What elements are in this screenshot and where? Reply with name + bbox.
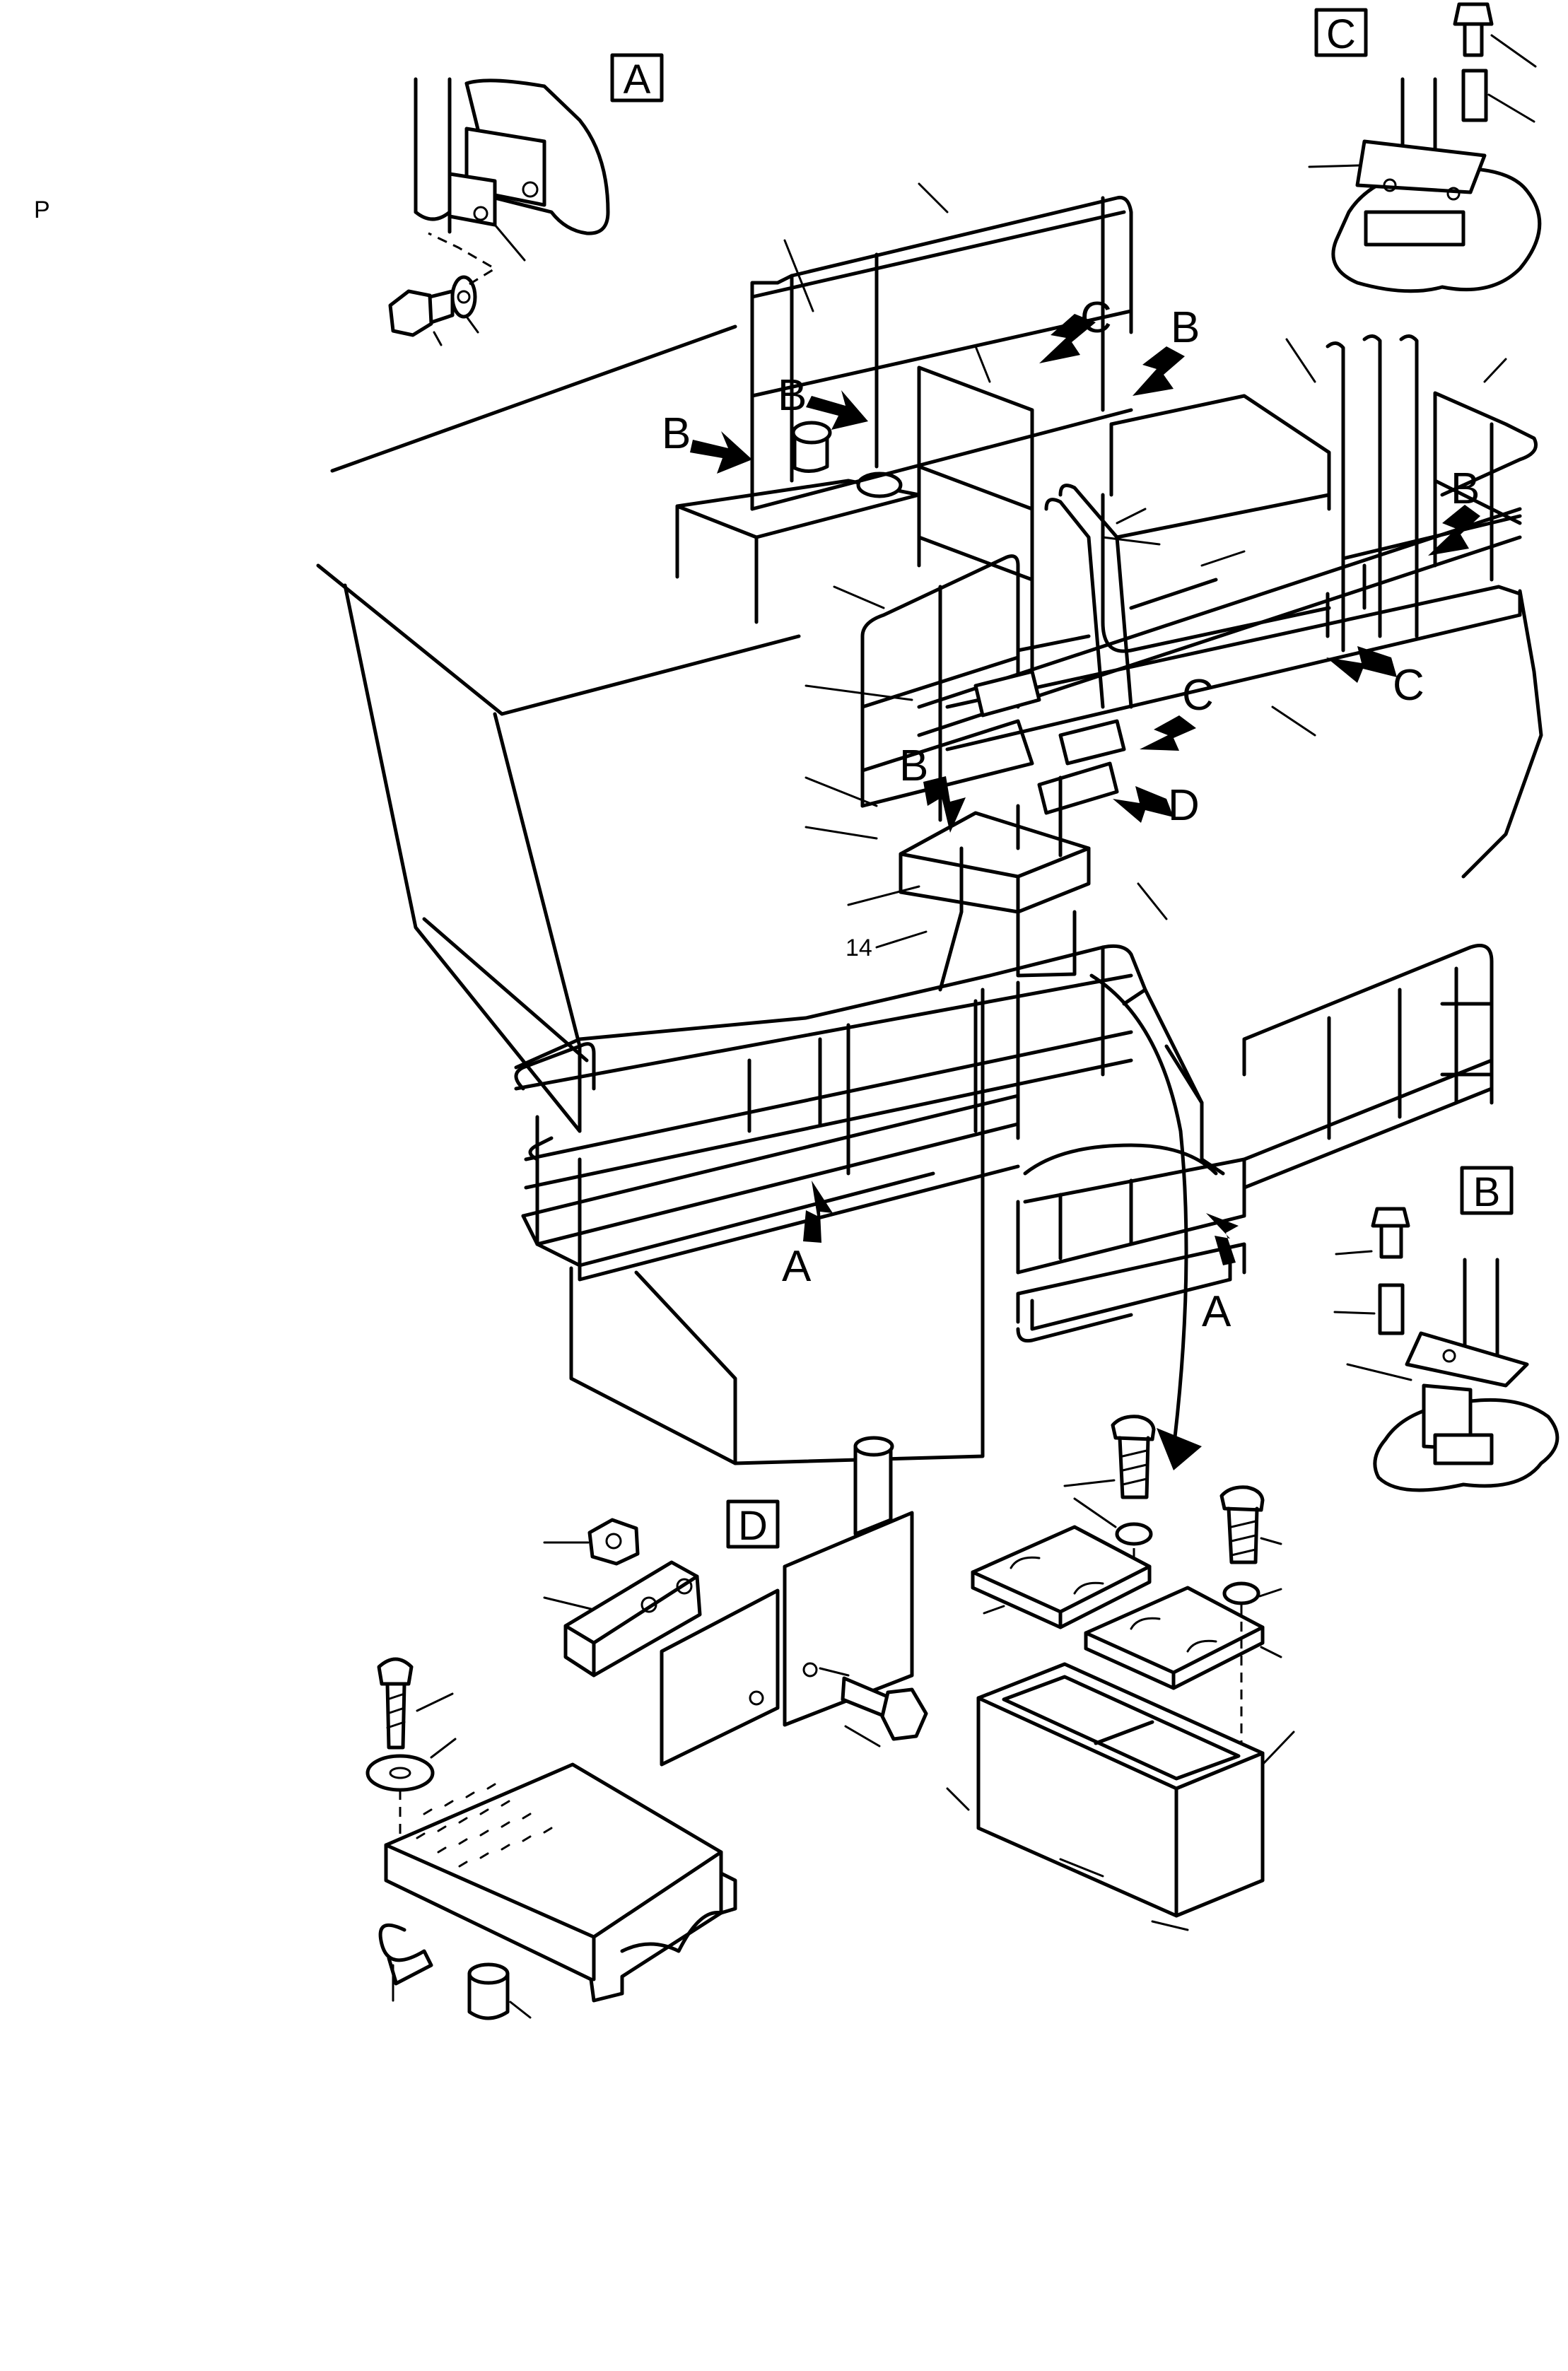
detail-label-a: A — [624, 57, 651, 103]
arrow-b-4 — [1428, 505, 1480, 556]
detail-box-a — [610, 53, 664, 103]
arrow-a-1 — [803, 1181, 833, 1243]
callout-d-1: D — [1168, 781, 1200, 830]
detail-box-d — [726, 1499, 780, 1549]
arrow-b-3 — [1133, 346, 1185, 396]
callout-c-2: C — [1393, 661, 1424, 710]
arrow-b-5 — [923, 776, 966, 833]
arrow-c-1 — [1039, 314, 1096, 363]
callout-a-1: A — [782, 1242, 812, 1291]
grating-holes — [416, 1783, 553, 1868]
detail-d: D — [543, 1436, 928, 1767]
callout-b-3: B — [1171, 303, 1200, 352]
detail-a: A — [388, 53, 664, 346]
detail-b: B — [1333, 1166, 1560, 1492]
detail-label-b: B — [1473, 1169, 1501, 1215]
detail-box-b — [1460, 1166, 1514, 1215]
arrow-a-2 — [1206, 1213, 1239, 1265]
detail-box-c — [1314, 8, 1368, 57]
detail-label-c: C — [1326, 11, 1356, 57]
arrow-c-2 — [1326, 646, 1397, 683]
item-number-14: 14 — [846, 935, 872, 961]
arrow-d-1 — [1113, 786, 1174, 823]
arrow-b-2 — [806, 390, 868, 430]
callout-b-2: B — [778, 371, 807, 420]
detail-label-d: D — [738, 1503, 768, 1549]
callout-c-3: C — [1182, 671, 1214, 720]
detail-c: C — [1308, 2, 1542, 293]
callout-c-1: C — [1080, 293, 1112, 342]
callout-a-2: A — [1202, 1287, 1231, 1336]
grating-step — [365, 1657, 737, 2020]
callout-b-1: B — [662, 409, 691, 458]
callout-arrows: B B C B B C C B D A A — [662, 293, 1480, 1336]
battery-box — [946, 1415, 1295, 1931]
main-assembly: 14 — [316, 182, 1543, 1470]
corner-mark: P — [34, 197, 50, 223]
arrow-c-3 — [1140, 715, 1196, 751]
arrow-b-1 — [690, 431, 752, 474]
